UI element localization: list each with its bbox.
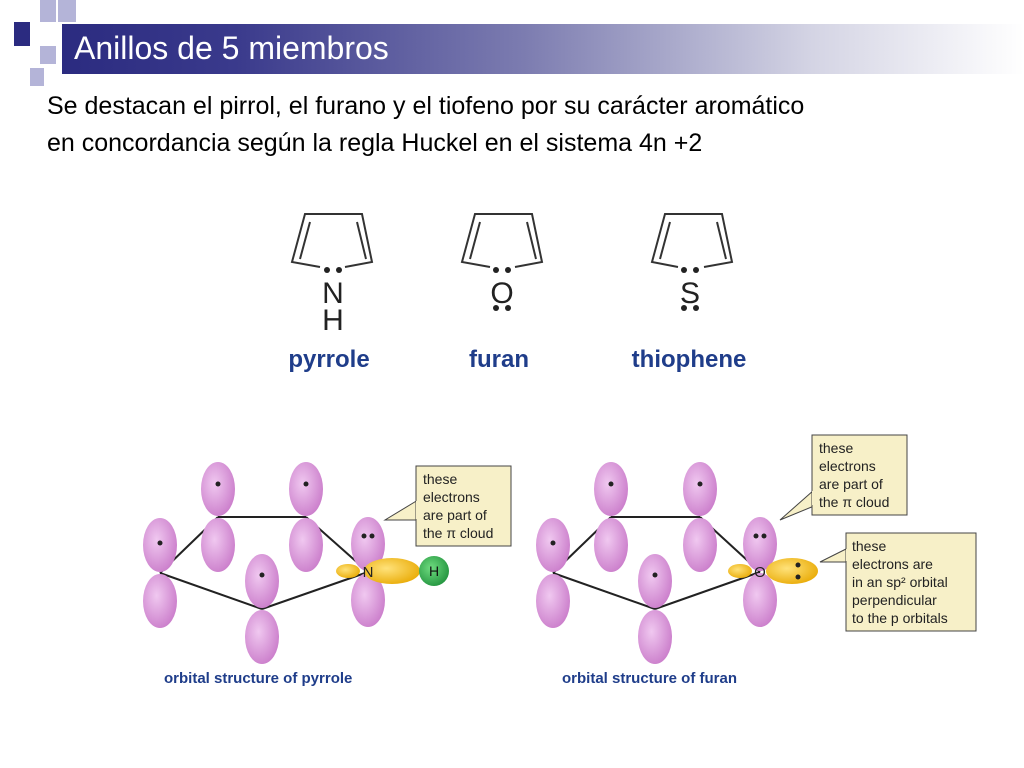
pyrrole-callout-line: are part of	[423, 507, 487, 523]
decor-square-light	[30, 68, 44, 86]
furan-callout-top-line: are part of	[819, 476, 883, 492]
pyrrole-h-atom: H	[322, 304, 344, 337]
furan-label: furan	[469, 346, 529, 373]
decor-square-light	[40, 46, 56, 64]
furan-callout-top-line: electrons	[819, 458, 876, 474]
furan-callout-top-line: the π cloud	[819, 494, 889, 510]
decor-square-dark	[14, 22, 30, 46]
thiophene-label: thiophene	[632, 346, 747, 373]
furan-callout-bottom-line: in an sp² orbital	[852, 574, 948, 590]
ring-structures: N H O S pyrrole furan thiophene	[288, 213, 747, 373]
pyrrole-callout-line: these	[423, 471, 457, 487]
pyrrole-n-atom: N	[322, 277, 344, 310]
furan-o-atom: O	[490, 277, 513, 310]
furan-orbital-caption: orbital structure of furan	[562, 670, 737, 687]
furan-callout-bottom	[845, 532, 977, 632]
furan-orbital-o: O	[754, 564, 766, 581]
pyrrole-callout	[415, 465, 512, 547]
pyrrole-callout-line: electrons	[423, 489, 480, 505]
pyrrole-orbital-caption: orbital structure of pyrrole	[164, 670, 352, 687]
body-text: Se destacan el pirrol, el furano y el ti…	[47, 88, 1007, 162]
furan-callout-top-line: these	[819, 440, 853, 456]
furan-orbital-diagram: O these electrons are part of the π clou…	[536, 434, 977, 687]
furan-callout-top	[811, 434, 908, 516]
pyrrole-orbital-n: N	[363, 564, 374, 581]
furan-callout-bottom-line: electrons are	[852, 556, 933, 572]
pyrrole-callout-line: the π cloud	[423, 525, 493, 541]
body-line-1: Se destacan el pirrol, el furano y el ti…	[47, 92, 805, 120]
title-bar	[62, 24, 1024, 74]
pyrrole-label: pyrrole	[288, 346, 369, 373]
slide-title: Anillos de 5 miembros	[74, 30, 389, 66]
pyrrole-orbital-diagram: N H these electrons are part of the π cl…	[143, 462, 512, 687]
decor-square-light	[40, 0, 56, 22]
furan-callout-bottom-line: to the p orbitals	[852, 610, 948, 626]
furan-callout-bottom-line: perpendicular	[852, 592, 937, 608]
body-line-2: en concordancia según la regla Huckel en…	[47, 129, 703, 157]
thiophene-s-atom: S	[680, 277, 700, 310]
decor-square-light	[58, 0, 76, 22]
furan-callout-bottom-line: these	[852, 538, 886, 554]
pyrrole-orbital-h: H	[429, 563, 439, 579]
